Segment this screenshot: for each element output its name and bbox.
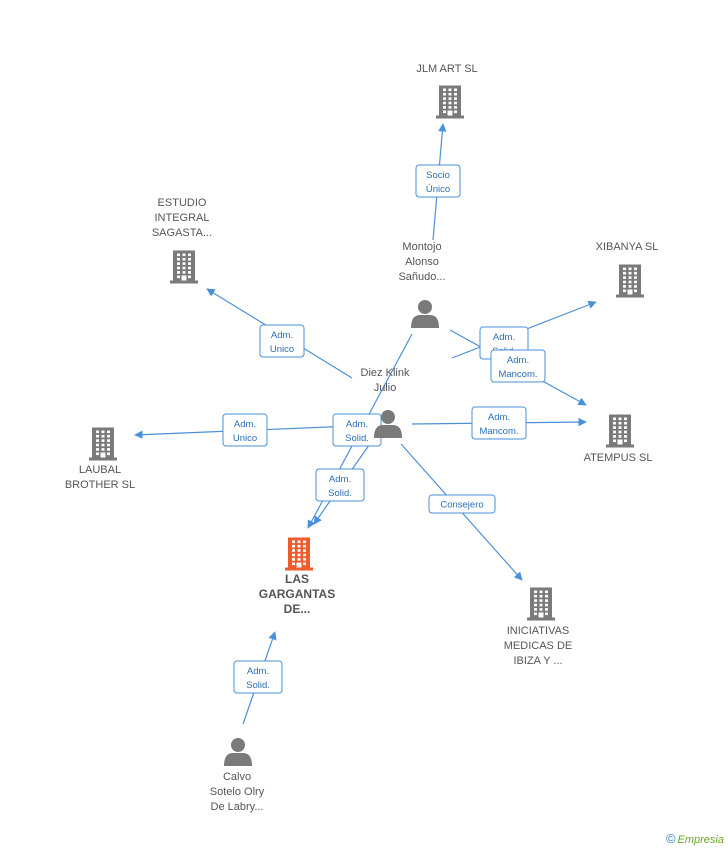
node-label-laubal: BROTHER SL: [65, 479, 135, 491]
nodes-layer: JLM ART SL ESTUDIO INTEGRAL SAGASTA... XIBAN…: [65, 63, 659, 813]
building-icon: [606, 414, 634, 448]
person-icon: [411, 300, 439, 328]
edge-label-box: [428, 494, 496, 514]
node-iniciativas[interactable]: INICIATIVAS MEDICAS DE IBIZA Y ...: [504, 587, 572, 668]
node-label-iniciativas: INICIATIVAS: [507, 625, 570, 637]
node-label-gargantas: DE...: [284, 602, 311, 616]
node-label-montojo: Sañudo...: [398, 271, 445, 283]
edge-label-montojo-to-atempus[interactable]: Adm. Mancom.: [490, 349, 546, 383]
edge-label-montojo-to-gargantas[interactable]: Adm. Solid.: [332, 413, 382, 447]
node-gargantas[interactable]: LASGARGANTASDE...: [259, 537, 335, 617]
copyright-symbol: ©: [665, 831, 676, 846]
edge-label-text: Único: [426, 184, 450, 195]
node-label-montojo: Montojo: [402, 241, 441, 253]
building-icon: [170, 250, 198, 284]
node-label-diez: Julio: [374, 382, 397, 394]
node-label-calvo: Sotelo Olry: [210, 786, 265, 798]
edge-label-text: Consejero: [440, 500, 483, 511]
building-icon: [616, 264, 644, 298]
edge-label-text: Solid.: [246, 680, 270, 691]
node-label-calvo: Calvo: [223, 771, 251, 783]
edge-label-text: Adm.: [488, 412, 510, 423]
edge-label-diez-to-gargantas[interactable]: Adm. Solid.: [315, 468, 365, 502]
edge-label-text: Adm.: [247, 666, 269, 677]
edge-label-text: Unico: [270, 344, 294, 355]
edge-label-box: [233, 660, 283, 694]
edge-label-box: [259, 324, 305, 358]
node-label-estudio: INTEGRAL: [154, 212, 209, 224]
edge-label-box: [415, 164, 461, 198]
node-label-jlm: JLM ART SL: [416, 63, 477, 75]
node-jlm[interactable]: JLM ART SL: [416, 63, 478, 119]
node-atempus[interactable]: ATEMPUS SL: [584, 414, 653, 465]
edge-label-text: Solid.: [328, 488, 352, 499]
node-label-diez: Diez Klink: [361, 367, 410, 379]
edge-label-text: Adm.: [271, 330, 293, 341]
edge-label-text: Adm.: [329, 474, 351, 485]
node-label-montojo: Alonso: [405, 256, 439, 268]
building-icon: [89, 427, 117, 461]
edge-label-diez-to-estudio[interactable]: Adm. Unico: [259, 324, 305, 358]
edge-label-text: Unico: [233, 433, 257, 444]
node-laubal[interactable]: LAUBAL BROTHER SL: [65, 427, 135, 492]
edge-label-box: [222, 413, 268, 447]
empresia-watermark: ©Empresia: [666, 831, 724, 846]
person-icon: [224, 738, 252, 766]
edge-label-box: [315, 468, 365, 502]
edge-label-box: [471, 406, 527, 440]
edge-label-text: Adm.: [346, 419, 368, 430]
node-label-iniciativas: MEDICAS DE: [504, 640, 572, 652]
node-label-estudio: ESTUDIO: [158, 197, 207, 209]
edge-label-diez-to-laubal[interactable]: Adm. Unico: [222, 413, 268, 447]
node-xibanya[interactable]: XIBANYA SL: [596, 241, 659, 298]
edge-label-text: Socio: [426, 170, 450, 181]
building-icon: [285, 537, 313, 571]
brand-name: Empresia: [677, 834, 724, 846]
building-icon: [436, 85, 464, 119]
edge-label-text: Adm.: [234, 419, 256, 430]
node-label-gargantas: LAS: [285, 572, 309, 586]
edge-label-box: [490, 349, 546, 383]
edge-labels-layer: SocioÚnicoAdm.UnicoAdm.Solid.Adm.Mancom.…: [222, 164, 546, 694]
node-label-laubal: LAUBAL: [79, 464, 121, 476]
edge-label-diez-to-iniciativas[interactable]: Consejero: [428, 494, 496, 514]
edge-label-text: Solid.: [345, 433, 369, 444]
node-montojo[interactable]: MontojoAlonsoSañudo...: [398, 241, 446, 328]
building-icon: [527, 587, 555, 621]
edge-label-text: Mancom.: [498, 369, 537, 380]
edge-label-diez-to-atempus[interactable]: Adm. Mancom.: [471, 406, 527, 440]
edge-label-calvo-to-gargantas[interactable]: Adm. Solid.: [233, 660, 283, 694]
node-label-xibanya: XIBANYA SL: [596, 241, 659, 253]
node-label-calvo: De Labry...: [211, 801, 264, 813]
edge-label-text: Adm.: [507, 355, 529, 366]
edge-label-text: Mancom.: [479, 426, 518, 437]
node-label-atempus: ATEMPUS SL: [584, 452, 653, 464]
node-label-gargantas: GARGANTAS: [259, 587, 335, 601]
edge-label-text: Adm.: [493, 332, 515, 343]
person-icon: [374, 410, 402, 438]
node-label-estudio: SAGASTA...: [152, 227, 212, 239]
node-label-iniciativas: IBIZA Y ...: [513, 655, 562, 667]
node-estudio[interactable]: ESTUDIO INTEGRAL SAGASTA...: [152, 197, 212, 284]
